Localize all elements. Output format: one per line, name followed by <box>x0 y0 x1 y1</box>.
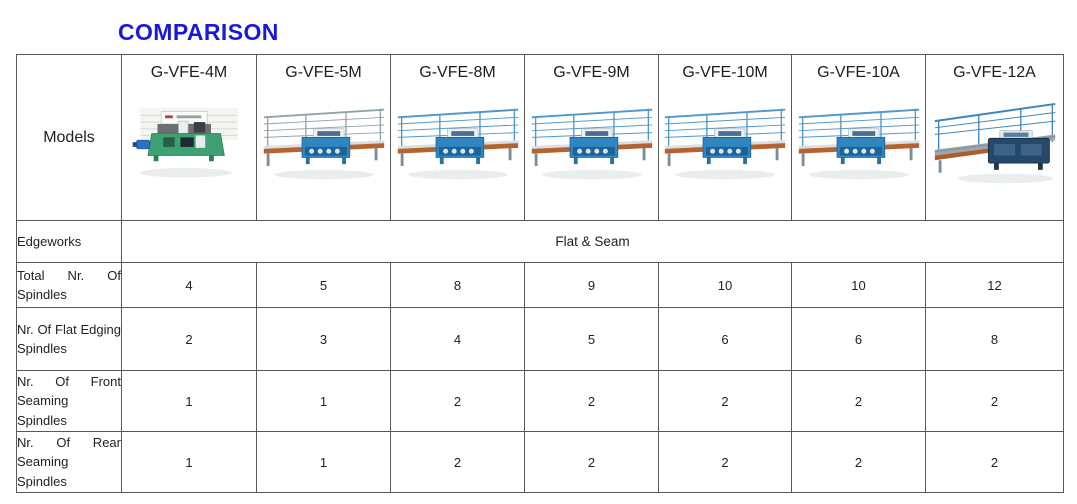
spec-value: 2 <box>658 370 792 432</box>
spec-label-total-spindles: Total Nr. Of Spindles <box>16 262 122 308</box>
model-image-box <box>659 82 791 208</box>
spec-value: 10 <box>658 262 792 308</box>
spec-value: 6 <box>791 307 926 371</box>
spec-value: 1 <box>256 431 391 493</box>
spec-label-front-seaming: Nr. Of Front Seaming Spindles <box>16 370 122 432</box>
spec-value: 4 <box>121 262 257 308</box>
spec-value: 6 <box>658 307 792 371</box>
spec-value: 2 <box>658 431 792 493</box>
table-row-rear-seaming-spindles: Nr. Of Rear Seaming Spindles 1 1 2 2 2 2… <box>16 431 1064 493</box>
spec-value: 2 <box>524 431 659 493</box>
model-column-g-vfe-10a: G-VFE-10A <box>791 54 926 221</box>
spec-value: 9 <box>524 262 659 308</box>
spec-value: 2 <box>925 431 1064 493</box>
comparison-table: Models G-VFE-4M G-VFE-5M G-VFE-8M G-VFE-… <box>16 54 1064 493</box>
model-image-box <box>525 82 658 208</box>
model-name: G-VFE-4M <box>150 64 228 81</box>
machine-image-g-vfe-9m <box>528 92 656 198</box>
model-image-box <box>122 82 256 208</box>
model-name: G-VFE-10M <box>682 64 768 81</box>
machine-image-g-vfe-4m <box>125 92 253 198</box>
model-column-g-vfe-5m: G-VFE-5M <box>256 54 391 221</box>
machine-image-g-vfe-5m <box>260 92 388 198</box>
spec-value: 2 <box>791 370 926 432</box>
spec-value: 2 <box>390 370 525 432</box>
table-row-total-spindles: Total Nr. Of Spindles 4 5 8 9 10 10 12 <box>16 262 1064 308</box>
spec-value: 8 <box>390 262 525 308</box>
model-name: G-VFE-5M <box>285 64 362 81</box>
model-name: G-VFE-12A <box>953 64 1036 81</box>
spec-label-edgeworks: Edgeworks <box>16 220 122 263</box>
model-column-g-vfe-8m: G-VFE-8M <box>390 54 525 221</box>
spec-value: 1 <box>121 431 257 493</box>
spec-value: 5 <box>524 307 659 371</box>
table-row-front-seaming-spindles: Nr. Of Front Seaming Spindles 1 1 2 2 2 … <box>16 370 1064 432</box>
spec-value: 12 <box>925 262 1064 308</box>
model-image-box <box>391 82 524 208</box>
model-name: G-VFE-10A <box>817 64 900 81</box>
spec-value-edgeworks: Flat & Seam <box>121 220 1064 263</box>
spec-value: 2 <box>925 370 1064 432</box>
machine-image-g-vfe-12a <box>931 92 1059 198</box>
models-corner-label: Models <box>16 54 122 221</box>
spec-value: 10 <box>791 262 926 308</box>
spec-label-rear-seaming: Nr. Of Rear Seaming Spindles <box>16 431 122 493</box>
model-image-box <box>257 82 390 208</box>
spec-value: 1 <box>256 370 391 432</box>
model-image-box <box>792 82 925 208</box>
page-title: COMPARISON <box>118 19 279 45</box>
spec-value: 2 <box>121 307 257 371</box>
spec-value: 3 <box>256 307 391 371</box>
spec-value: 2 <box>791 431 926 493</box>
model-column-g-vfe-9m: G-VFE-9M <box>524 54 659 221</box>
spec-value: 4 <box>390 307 525 371</box>
spec-value: 2 <box>390 431 525 493</box>
model-column-g-vfe-12a: G-VFE-12A <box>925 54 1064 221</box>
table-row-edgeworks: Edgeworks Flat & Seam <box>16 220 1064 263</box>
model-image-box <box>926 82 1063 208</box>
model-name: G-VFE-8M <box>419 64 496 81</box>
spec-value: 8 <box>925 307 1064 371</box>
machine-image-g-vfe-10m <box>661 92 789 198</box>
machine-image-g-vfe-10a <box>795 92 923 198</box>
spec-label-flat-edging: Nr. Of Flat Edging Spindles <box>16 307 122 371</box>
spec-value: 1 <box>121 370 257 432</box>
model-column-g-vfe-4m: G-VFE-4M <box>121 54 257 221</box>
machine-image-g-vfe-8m <box>394 92 522 198</box>
spec-value: 5 <box>256 262 391 308</box>
model-name: G-VFE-9M <box>553 64 630 81</box>
model-column-g-vfe-10m: G-VFE-10M <box>658 54 792 221</box>
spec-value: 2 <box>524 370 659 432</box>
table-row-models: Models G-VFE-4M G-VFE-5M G-VFE-8M G-VFE-… <box>16 54 1064 221</box>
table-row-flat-edging-spindles: Nr. Of Flat Edging Spindles 2 3 4 5 6 6 … <box>16 307 1064 371</box>
